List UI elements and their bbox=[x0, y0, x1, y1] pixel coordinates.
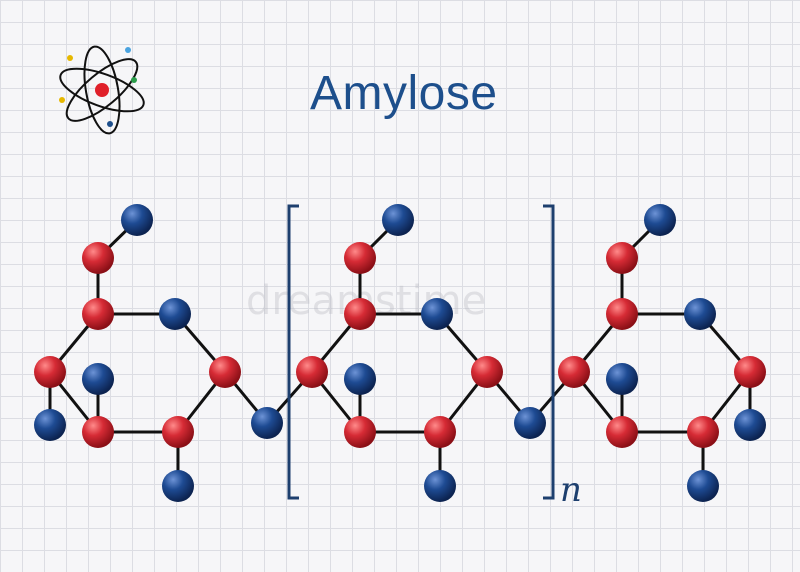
carbon-atom bbox=[644, 204, 676, 236]
carbon-atom bbox=[514, 407, 546, 439]
carbon-atom bbox=[162, 470, 194, 502]
oxygen-atom bbox=[344, 416, 376, 448]
atoms bbox=[34, 204, 766, 502]
atom-icon bbox=[59, 45, 145, 135]
carbon-atom bbox=[159, 298, 191, 330]
carbon-atom bbox=[382, 204, 414, 236]
oxygen-atom bbox=[344, 298, 376, 330]
carbon-atom bbox=[687, 470, 719, 502]
molecule-title: Amylose bbox=[310, 67, 498, 120]
carbon-atom bbox=[421, 298, 453, 330]
carbon-atom bbox=[121, 204, 153, 236]
oxygen-atom bbox=[606, 416, 638, 448]
oxygen-atom bbox=[162, 416, 194, 448]
carbon-atom bbox=[734, 409, 766, 441]
oxygen-atom bbox=[34, 356, 66, 388]
oxygen-atom bbox=[209, 356, 241, 388]
oxygen-atom bbox=[471, 356, 503, 388]
oxygen-atom bbox=[82, 416, 114, 448]
oxygen-atom bbox=[606, 242, 638, 274]
carbon-atom bbox=[251, 407, 283, 439]
carbon-atom bbox=[684, 298, 716, 330]
oxygen-atom bbox=[606, 298, 638, 330]
bonds bbox=[48, 218, 752, 486]
oxygen-atom bbox=[82, 298, 114, 330]
oxygen-atom bbox=[296, 356, 328, 388]
oxygen-atom bbox=[687, 416, 719, 448]
carbon-atom bbox=[82, 363, 114, 395]
oxygen-atom bbox=[82, 242, 114, 274]
oxygen-atom bbox=[734, 356, 766, 388]
oxygen-atom bbox=[424, 416, 456, 448]
oxygen-atom bbox=[558, 356, 590, 388]
carbon-atom bbox=[344, 363, 376, 395]
repeat-subscript: n bbox=[560, 470, 582, 510]
oxygen-atom bbox=[344, 242, 376, 274]
carbon-atom bbox=[34, 409, 66, 441]
repeat-brackets bbox=[287, 204, 555, 500]
carbon-atom bbox=[424, 470, 456, 502]
carbon-atom bbox=[606, 363, 638, 395]
